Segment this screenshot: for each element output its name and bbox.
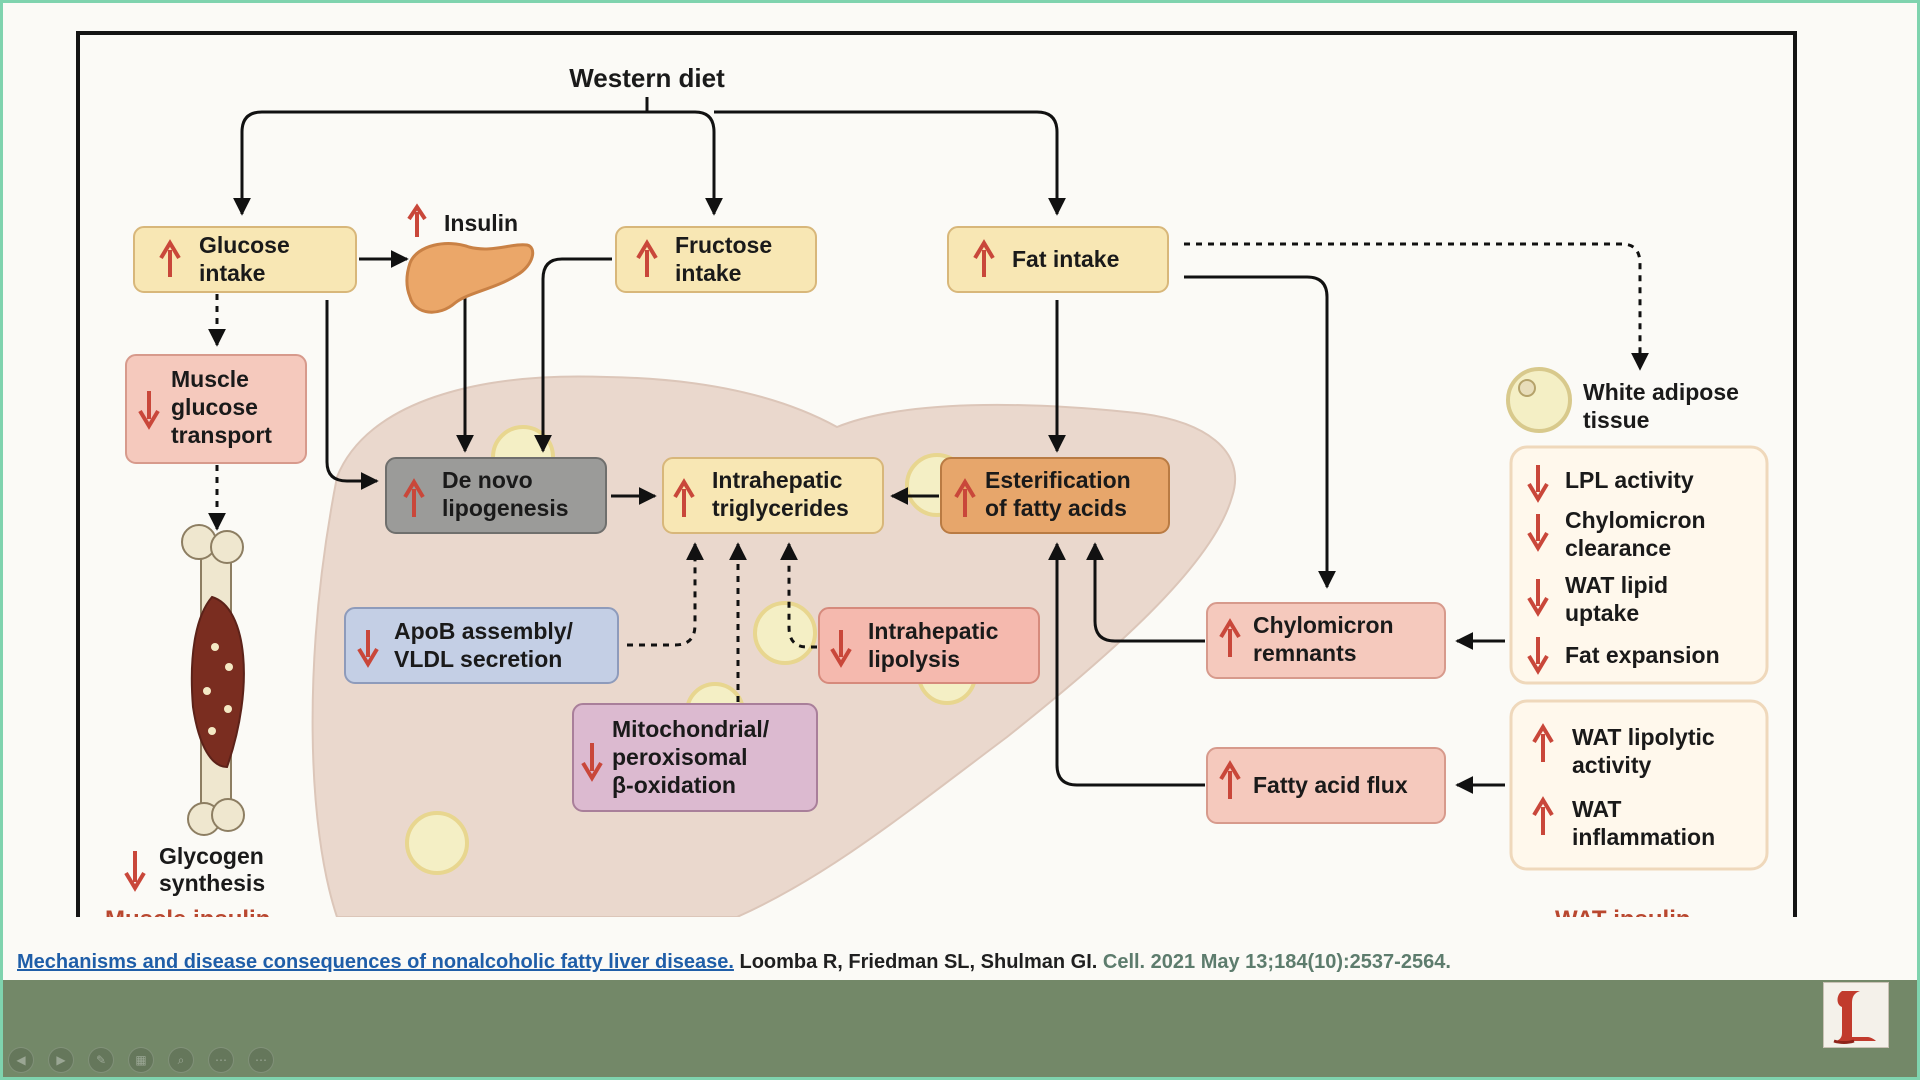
figure-panel: Western diet Insulin Glucose intake Fruc… [76, 31, 1797, 917]
chylomicron-remnants-box: Chylomicron remnants [1206, 602, 1446, 679]
next-slide-button[interactable]: ▶ [48, 1047, 74, 1073]
esterification-line2: of fatty acids [985, 495, 1127, 521]
pancreas-icon [405, 242, 535, 314]
beta-oxidation-box: Mitochondrial/ peroxisomal β-oxidation [572, 703, 818, 812]
fat-expansion: Fat expansion [1565, 642, 1720, 668]
citation-authors: Loomba R, Friedman SL, Shulman GI. [739, 951, 1098, 973]
fructose-intake-line2: intake [675, 260, 741, 286]
de-novo-lipogenesis-box: De novo lipogenesis [385, 457, 607, 534]
wat-inflammation-line1: WAT [1572, 796, 1621, 822]
wat-insulin-cut-label: WAT insulin [1555, 906, 1691, 917]
pen-tool-button[interactable]: ✎ [88, 1047, 114, 1073]
fatty-acid-flux-label: Fatty acid flux [1253, 772, 1408, 798]
connectors [208, 97, 1649, 794]
fatty-acid-flux-box: Fatty acid flux [1206, 747, 1446, 824]
fructose-intake-box: Fructose intake [615, 226, 817, 293]
previous-slide-button[interactable]: ◀ [8, 1047, 34, 1073]
esterification-line1: Esterification [985, 467, 1131, 493]
lipid-droplet [405, 811, 469, 875]
fructose-intake-line1: Fructose [675, 232, 772, 258]
glycogen-line2: synthesis [159, 870, 265, 896]
lipid-droplet [753, 601, 817, 665]
wat-lipolytic-line2: activity [1572, 752, 1651, 778]
muscle-line1: Muscle [171, 366, 249, 392]
citation-line: Mechanisms and disease consequences of n… [17, 951, 1717, 974]
apob-line2: VLDL secretion [394, 646, 562, 672]
slide-area: Western diet Insulin Glucose intake Fruc… [3, 3, 1917, 980]
intrahepatic-tg-line1: Intrahepatic [712, 467, 843, 493]
de-novo-line1: De novo [442, 467, 533, 493]
glucose-intake-line2: intake [199, 260, 265, 286]
lipolysis-line1: Intrahepatic [868, 618, 999, 644]
apob-vldl-box: ApoB assembly/ VLDL secretion [344, 607, 619, 684]
wat-label-line2: tissue [1583, 407, 1649, 433]
muscle-glucose-transport-box: Muscle glucose transport [125, 354, 307, 464]
subtitles-button[interactable]: ⋯ [208, 1047, 234, 1073]
glycogen-line1: Glycogen [159, 843, 264, 869]
insulin-label: Insulin [444, 210, 518, 236]
lipolysis-line2: lipolysis [868, 646, 960, 672]
insulin-up-arrow [407, 203, 427, 237]
chylomicron-line1: Chylomicron [1253, 612, 1394, 638]
mito-line2: peroxisomal [612, 744, 748, 770]
slide-grid-button[interactable]: ▦ [128, 1047, 154, 1073]
muscle-insulin-cut-label: Muscle insulin [105, 906, 270, 917]
glucose-intake-box: Glucose intake [133, 226, 357, 293]
glycogen-down-arrow [124, 851, 146, 892]
muscle-line2: glucose [171, 394, 258, 420]
esterification-box: Esterification of fatty acids [940, 457, 1170, 534]
wat-label-line1: White adipose [1583, 379, 1739, 405]
presentation-bottom-band [3, 980, 1917, 1077]
nafld-diagram: Western diet Insulin Glucose intake Fruc… [105, 63, 1769, 917]
fat-intake-box: Fat intake [947, 226, 1169, 293]
fat-intake-label: Fat intake [1012, 246, 1119, 272]
de-novo-line2: lipogenesis [442, 495, 569, 521]
chylomicron-clearance-line2: clearance [1565, 535, 1671, 561]
wat-effects-panel-2: WAT lipolytic activity WAT inflammation [1509, 699, 1769, 871]
university-logo-badge [1823, 982, 1889, 1048]
more-options-button[interactable]: ⋯ [248, 1047, 274, 1073]
l-logo-icon [1824, 983, 1888, 1047]
wat-inflammation-line2: inflammation [1572, 824, 1715, 850]
wat-effects-panel-1: LPL activity Chylomicron clearance WAT l… [1509, 445, 1769, 685]
citation-journal: Cell. 2021 May 13;184(10):2537-2564. [1102, 951, 1451, 973]
diagram-title-western-diet: Western diet [569, 63, 725, 93]
zoom-button[interactable]: ⌕ [168, 1047, 194, 1073]
chylomicron-clearance-line1: Chylomicron [1565, 507, 1706, 533]
wat-lipolytic-line1: WAT lipolytic [1572, 724, 1715, 750]
intrahepatic-lipolysis-box: Intrahepatic lipolysis [818, 607, 1040, 684]
mito-line3: β-oxidation [612, 772, 736, 798]
adipocyte-icon [1506, 367, 1572, 433]
wat-lipid-uptake-line2: uptake [1565, 600, 1639, 626]
lpl-activity: LPL activity [1565, 467, 1694, 493]
glucose-intake-line1: Glucose [199, 232, 290, 258]
intrahepatic-triglycerides-box: Intrahepatic triglycerides [662, 457, 884, 534]
wat-lipid-uptake-line1: WAT lipid [1565, 572, 1668, 598]
chylomicron-line2: remnants [1253, 640, 1357, 666]
mito-line1: Mitochondrial/ [612, 716, 770, 742]
presentation-controls: ◀ ▶ ✎ ▦ ⌕ ⋯ ⋯ [8, 1047, 274, 1073]
apob-line1: ApoB assembly/ [394, 618, 574, 644]
citation-title-link[interactable]: Mechanisms and disease consequences of n… [17, 951, 734, 973]
muscle-line3: transport [171, 422, 272, 448]
intrahepatic-tg-line2: triglycerides [712, 495, 849, 521]
bone-muscle-icon [181, 524, 245, 836]
